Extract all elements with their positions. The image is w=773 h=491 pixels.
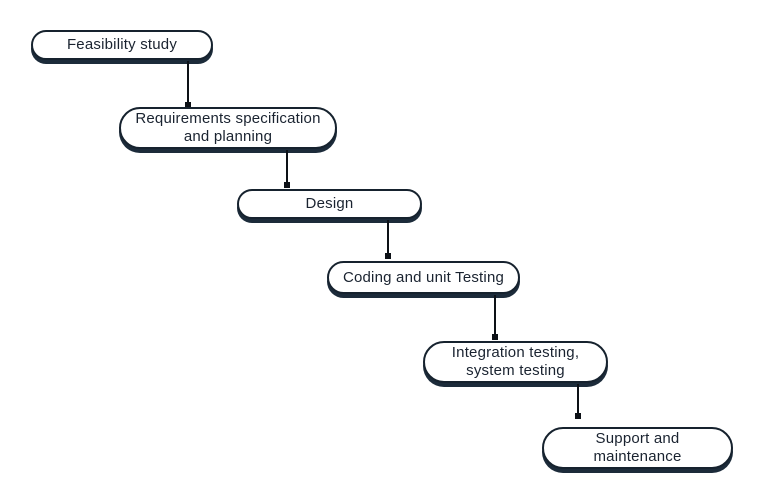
- node-feasibility-study: Feasibility study: [31, 30, 213, 60]
- node-label: Requirements specification: [135, 110, 321, 127]
- node-requirements-specification-and-planning: Requirements specification and planning: [119, 107, 337, 149]
- connector-endpoint-dot: [492, 334, 498, 340]
- node-label: maintenance: [593, 448, 682, 465]
- node-label: system testing: [466, 362, 565, 379]
- node-support-and-maintenance: Support and maintenance: [542, 427, 733, 469]
- connector-integration-to-support: [575, 384, 581, 419]
- node-design: Design: [237, 189, 422, 219]
- node-integration-testing-system-testing: Integration testing, system testing: [423, 341, 608, 383]
- connector-requirements-to-design: [284, 150, 290, 188]
- connector-feasibility-to-requirements: [185, 61, 191, 108]
- connector-endpoint-dot: [185, 102, 191, 108]
- node-label: and planning: [183, 128, 273, 145]
- node-label: Feasibility study: [66, 36, 178, 53]
- node-coding-and-unit-testing: Coding and unit Testing: [327, 261, 520, 294]
- connector-endpoint-dot: [575, 413, 581, 419]
- node-label: Coding and unit Testing: [342, 268, 505, 286]
- node-label: Design: [305, 195, 354, 212]
- connector-coding-to-integration: [492, 295, 498, 340]
- connector-endpoint-dot: [284, 182, 290, 188]
- node-label: Integration testing,: [451, 344, 580, 361]
- connector-endpoint-dot: [385, 253, 391, 259]
- connector-design-to-coding: [385, 220, 391, 259]
- node-label: Support and: [595, 430, 680, 447]
